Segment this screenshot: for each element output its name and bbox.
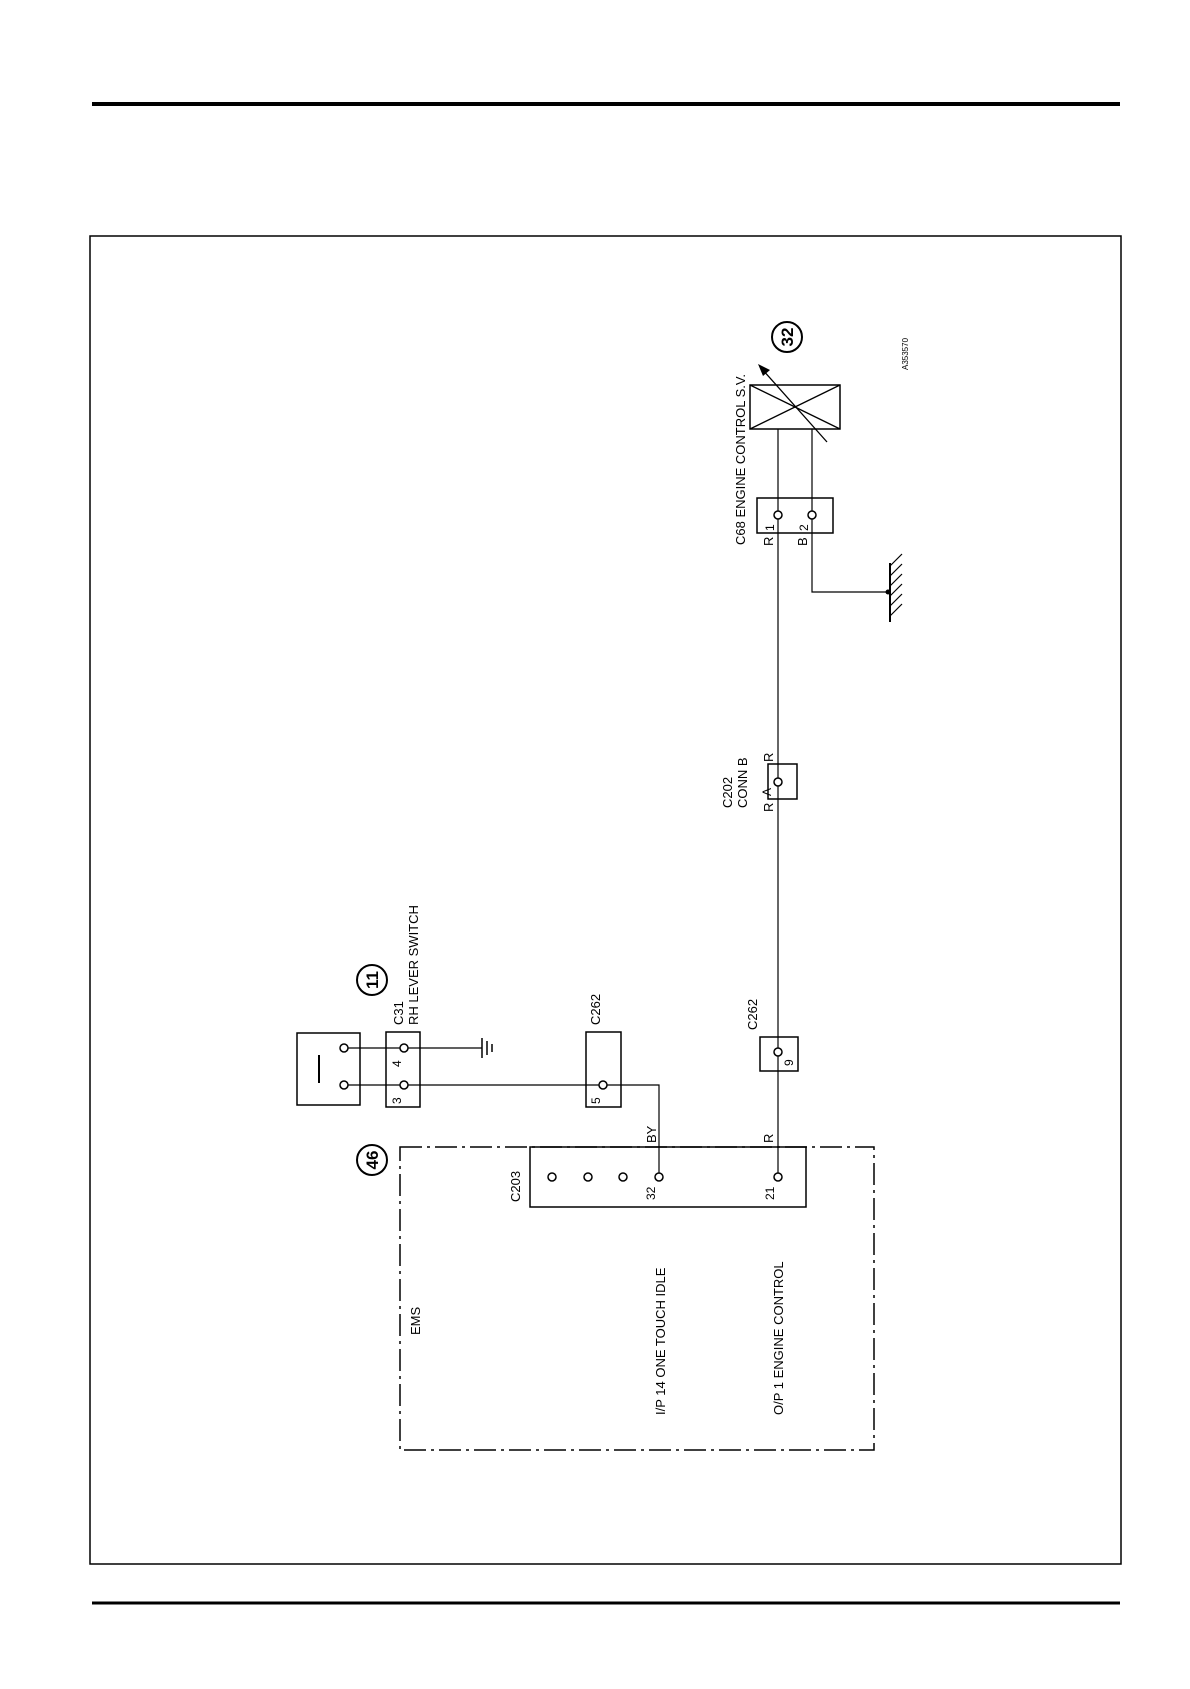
c262-upper-label: C262	[588, 994, 603, 1025]
c203-label: C203	[508, 1171, 523, 1202]
ems-ip-label: I/P 14 ONE TOUCH IDLE	[653, 1267, 668, 1415]
figure-code: A353570	[901, 337, 910, 370]
switch-label: RH LEVER SWITCH	[406, 905, 421, 1025]
c202-pin-a	[774, 778, 782, 786]
diagram-frame	[90, 236, 1121, 1564]
ems-badge-number: 46	[363, 1151, 382, 1170]
wire-color-r-ems: R	[761, 1134, 776, 1143]
c68-pin2-label: 2	[797, 524, 811, 531]
c203-pin-dot	[584, 1173, 592, 1181]
c68-pin-1	[774, 511, 782, 519]
c31-pin-4	[400, 1044, 408, 1052]
c202-label: C202	[720, 777, 735, 808]
c262-upper-pin-5	[599, 1081, 607, 1089]
switch-badge-number: 11	[363, 971, 382, 989]
solenoid-badge-number: 32	[778, 328, 797, 347]
c31-connector	[386, 1032, 420, 1107]
switch-terminal	[340, 1044, 348, 1052]
chassis-ground-hatch	[890, 554, 902, 616]
wire-color-r-c202-left: R	[761, 803, 776, 812]
c68-pin1-label: 1	[763, 524, 777, 531]
c262-lower-label: C262	[745, 999, 760, 1030]
c68-label: C68 ENGINE CONTROL S.V.	[733, 374, 748, 545]
solenoid-arrow-head	[758, 364, 770, 376]
ems-boundary	[400, 1147, 874, 1450]
c202-sub-label: CONN B	[735, 757, 750, 808]
c31-label: C31	[391, 1001, 406, 1025]
c262-lower-pin-9	[774, 1048, 782, 1056]
c203-pin-dot	[619, 1173, 627, 1181]
switch-terminal	[340, 1081, 348, 1089]
c203-pin-32	[655, 1173, 663, 1181]
switch-body	[297, 1033, 360, 1105]
c31-pin4-label: 4	[390, 1060, 404, 1067]
c203-pin21-label: 21	[763, 1186, 777, 1200]
wire-color-b-c68: B	[795, 537, 810, 546]
wire-color-r-c202-right: R	[761, 753, 776, 762]
c203-pin-dot	[548, 1173, 556, 1181]
wire-b-ground	[812, 519, 888, 592]
c203-pin-21	[774, 1173, 782, 1181]
wire-color-by: BY	[644, 1125, 659, 1143]
c202-pin-label: A	[760, 788, 774, 796]
c68-pin-2	[808, 511, 816, 519]
ems-title: EMS	[408, 1307, 423, 1336]
c203-pin32-label: 32	[644, 1186, 658, 1200]
c262-lower-pin-label: 9	[782, 1059, 796, 1066]
c31-pin3-label: 3	[390, 1097, 404, 1104]
ems-op-label: O/P 1 ENGINE CONTROL	[771, 1261, 786, 1415]
c262-upper-pin-label: 5	[589, 1097, 603, 1104]
solenoid-arrow	[762, 369, 827, 442]
wire-color-r-c68: R	[761, 537, 776, 546]
c262-upper-connector	[586, 1032, 621, 1107]
c31-pin-3	[400, 1081, 408, 1089]
